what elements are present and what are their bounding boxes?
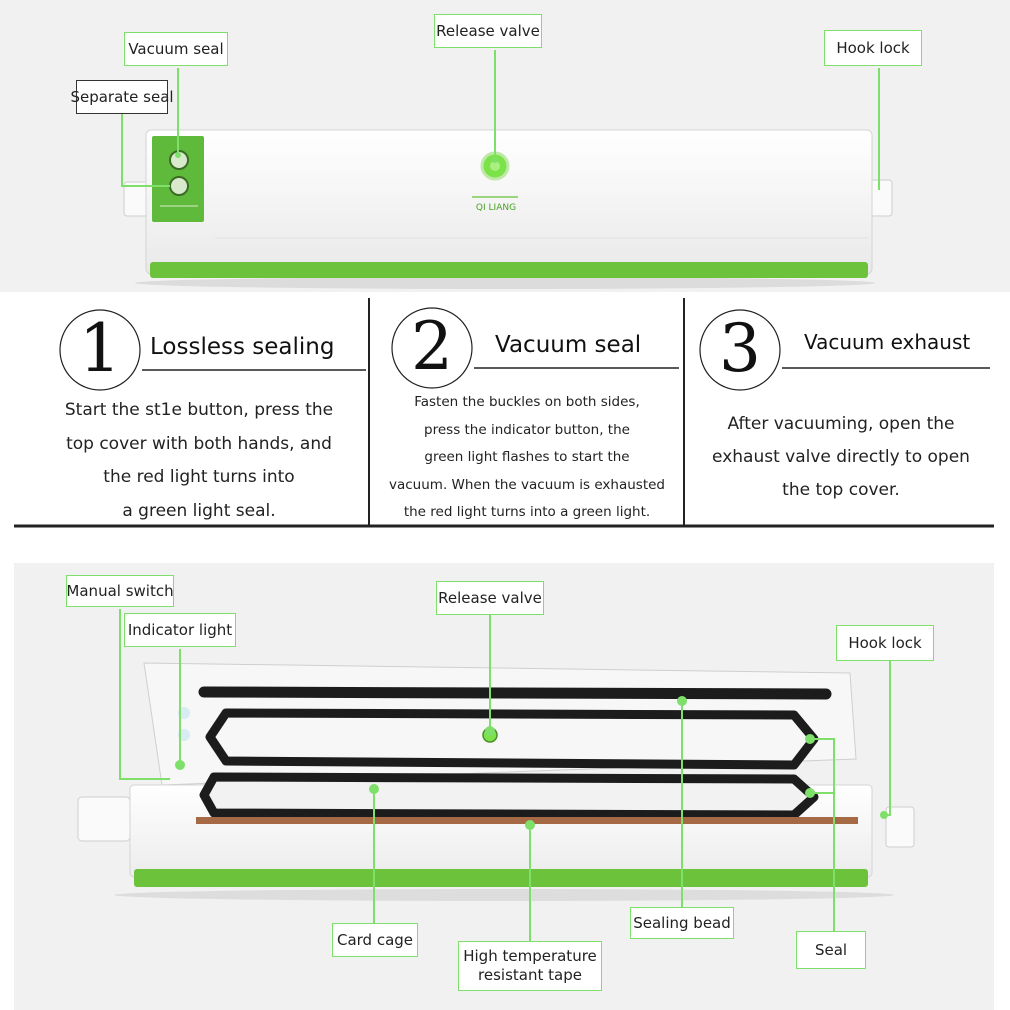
- step-1-circle: [59, 309, 141, 391]
- callout-indicator-light: Indicator light: [124, 613, 236, 647]
- callout-sealing-bead: Sealing bead: [630, 907, 734, 939]
- callout-release-valve-bottom: Release valve: [436, 581, 544, 615]
- callout-hook-lock: Hook lock: [824, 30, 922, 66]
- step-2-circle: [391, 307, 473, 389]
- callout-card-cage: Card cage: [332, 923, 418, 957]
- open-device-illustration: [77, 609, 915, 941]
- separate-seal-button: [169, 176, 189, 196]
- callout-high-temperature-tape: High temperature resistant tape: [458, 941, 602, 991]
- top-diagram-panel: Vacuum seal Separate seal Release valve …: [0, 0, 1010, 292]
- lid-gasket-loop: [205, 708, 819, 770]
- callout-vacuum-seal: Vacuum seal: [124, 32, 228, 66]
- closed-device-illustration: [121, 50, 893, 289]
- step-2-description: Fasten the buckles on both sides, press …: [389, 394, 665, 520]
- callout-manual-switch: Manual switch: [66, 575, 174, 607]
- step-3-circle: [699, 309, 781, 391]
- step-2-number: 2: [411, 308, 453, 385]
- step-1-number: 1: [79, 310, 121, 387]
- device-brand-text: QI LIANG: [475, 203, 517, 213]
- sealing-bead-bar: [198, 686, 832, 700]
- callout-separate-seal: Separate seal: [70, 80, 174, 114]
- device-body: [145, 129, 873, 275]
- step-3-number: 3: [719, 310, 761, 387]
- right-hook-lock: [885, 806, 915, 848]
- step-1-description: Start the st1e button, press the top cov…: [64, 400, 334, 521]
- callout-hook-lock-bottom: Hook lock: [836, 625, 934, 661]
- callout-release-valve: Release valve: [434, 14, 542, 48]
- step-3-description: After vacuuming, open the exhaust valve …: [712, 414, 970, 500]
- steps-section: 1 Lossless sealing Start the st1e button…: [14, 292, 994, 534]
- device-green-base: [134, 869, 868, 887]
- step-1-title: Lossless sealing: [150, 334, 335, 360]
- left-hook-lock: [77, 796, 131, 842]
- heat-resistant-tape: [196, 817, 858, 824]
- step-2-title: Vacuum seal: [495, 332, 642, 358]
- card-cage-gasket: [199, 772, 819, 820]
- callout-seal: Seal: [796, 931, 866, 969]
- device-green-base: [150, 262, 868, 278]
- step-3-title: Vacuum exhaust: [804, 330, 971, 354]
- bottom-diagram-panel: Manual switch Indicator light Release va…: [14, 563, 994, 1010]
